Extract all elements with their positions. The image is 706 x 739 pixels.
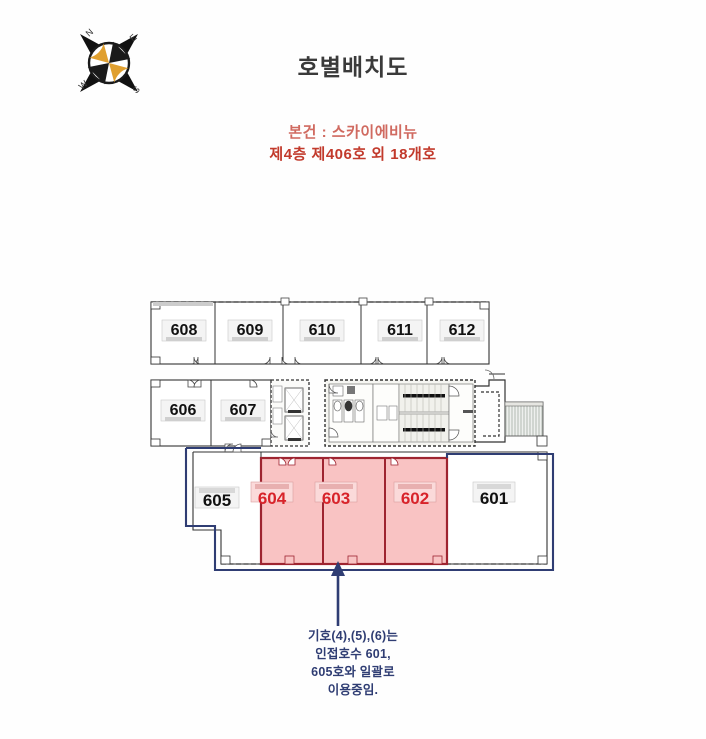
unit-tag-612: 612 bbox=[439, 319, 485, 342]
unit-number-601: 601 bbox=[480, 489, 508, 508]
compass-label-north: N bbox=[84, 27, 96, 39]
callout-line-3: 605호와 일괄로 bbox=[311, 665, 395, 679]
unit-tag-606: 606 bbox=[160, 399, 206, 422]
callout-arrow bbox=[331, 561, 345, 626]
blue-boundary-outline bbox=[184, 446, 555, 572]
bottom-row-labels: 605 604 603 602 601 bbox=[194, 481, 516, 510]
highlight-region bbox=[259, 456, 449, 566]
top-row-labels: 608 609 610 611 612 bbox=[161, 319, 485, 342]
unit-tag-602: 602 bbox=[393, 481, 437, 508]
right-wing bbox=[475, 369, 548, 447]
subtitle-block: 본건 : 스카이에비뉴 제4층 제406호 외 18개호 bbox=[0, 122, 706, 166]
unit-tag-611: 611 bbox=[377, 319, 423, 342]
callout-line-4: 이용중임. bbox=[327, 683, 379, 697]
subtitle-property-name: 본건 : 스카이에비뉴 bbox=[288, 124, 418, 141]
compass-label-south: S bbox=[131, 84, 142, 95]
subtitle-unit-info: 제4층 제406호 외 18개호 bbox=[269, 146, 437, 163]
unit-tag-605: 605 bbox=[194, 486, 240, 510]
page-title: 호별배치도 bbox=[297, 54, 409, 80]
highlighted-units-group[interactable] bbox=[259, 456, 449, 566]
callout-line-1: 기호(4),(5),(6)는 bbox=[307, 629, 399, 643]
middle-row-units: 606 607 bbox=[150, 379, 272, 447]
floor-plan: 608 609 610 611 612 bbox=[133, 282, 573, 582]
unit-number-604: 604 bbox=[258, 489, 287, 508]
service-block-left bbox=[270, 379, 310, 447]
building-core bbox=[324, 379, 476, 447]
unit-number-611: 611 bbox=[387, 322, 413, 339]
unit-number-607: 607 bbox=[230, 402, 257, 419]
unit-tag-601: 601 bbox=[472, 481, 516, 508]
unit-tag-604: 604 bbox=[250, 481, 294, 508]
compass-rose: N E S W bbox=[66, 20, 152, 106]
unit-tag-607: 607 bbox=[220, 399, 266, 422]
unit-number-606: 606 bbox=[170, 402, 197, 419]
unit-number-603: 603 bbox=[322, 489, 350, 508]
unit-number-609: 609 bbox=[237, 322, 264, 339]
compass-label-east: E bbox=[128, 32, 139, 43]
unit-number-602: 602 bbox=[401, 489, 429, 508]
unit-number-608: 608 bbox=[171, 322, 198, 339]
unit-number-605: 605 bbox=[203, 491, 231, 510]
unit-tag-603: 603 bbox=[314, 481, 358, 508]
unit-number-610: 610 bbox=[309, 322, 336, 339]
unit-number-612: 612 bbox=[449, 322, 476, 339]
callout-line-2: 인접호수 601, bbox=[315, 647, 391, 661]
unit-tag-608: 608 bbox=[161, 319, 207, 342]
unit-tag-609: 609 bbox=[227, 319, 273, 342]
callout-note: 기호(4),(5),(6)는 인접호수 601, 605호와 일괄로 이용중임. bbox=[243, 627, 463, 699]
unit-tag-610: 610 bbox=[299, 319, 345, 342]
